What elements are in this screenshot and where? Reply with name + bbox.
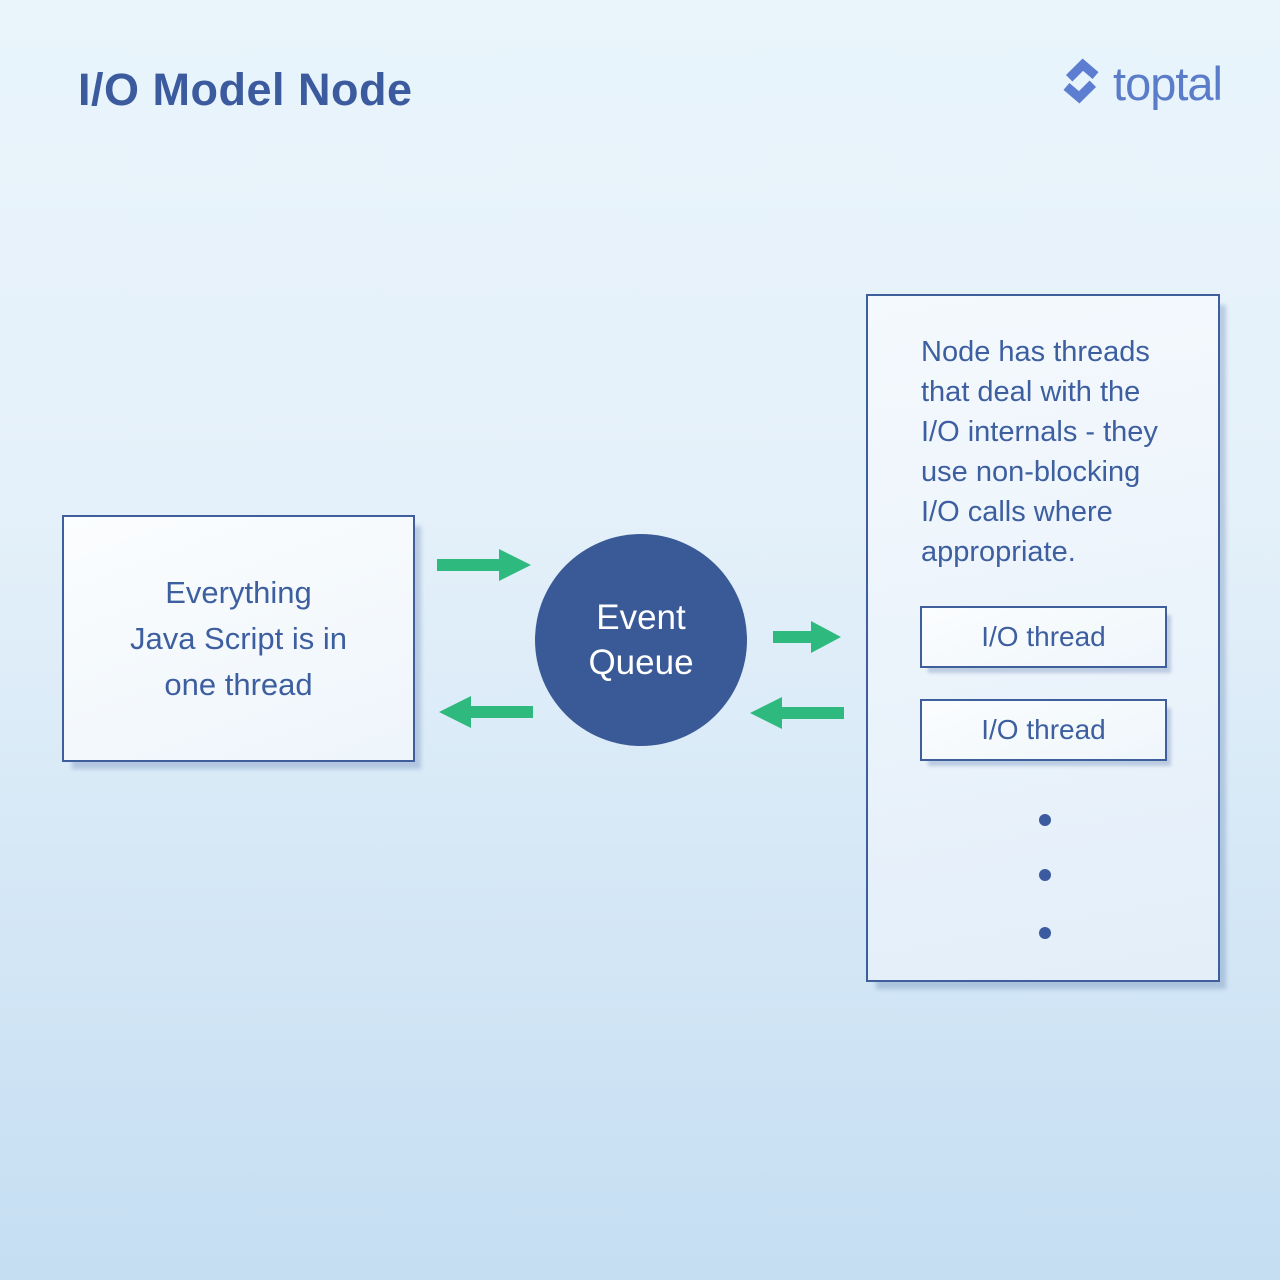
node-io-threads-panel: Node has threads that deal with the I/O …	[866, 294, 1220, 982]
ellipsis-dot	[1039, 927, 1051, 939]
toptal-chevrons-icon	[1061, 54, 1101, 113]
toptal-wordmark: toptal	[1113, 57, 1223, 110]
arrow-left-icon	[750, 697, 844, 729]
io-threads-description: Node has threads that deal with the I/O …	[921, 336, 1158, 568]
arrow-left-icon	[439, 696, 533, 728]
event-queue-circle: Event Queue	[535, 534, 747, 746]
event-queue-label: Event Queue	[588, 598, 694, 682]
ellipsis-dot	[1039, 869, 1051, 881]
io-thread-box: I/O thread	[920, 606, 1167, 668]
js-single-thread-label: Everything Java Script is in one thread	[129, 574, 348, 702]
io-thread-box: I/O thread	[920, 699, 1167, 761]
page-title: I/O Model Node	[78, 64, 413, 115]
toptal-logo: toptal	[1061, 54, 1223, 113]
js-single-thread-box: Everything Java Script is in one thread	[62, 515, 415, 762]
arrow-right-icon	[437, 549, 531, 581]
io-thread-label: I/O thread	[981, 714, 1106, 745]
arrow-right-icon	[773, 621, 841, 653]
io-thread-label: I/O thread	[981, 621, 1106, 652]
ellipsis-dot	[1039, 814, 1051, 826]
